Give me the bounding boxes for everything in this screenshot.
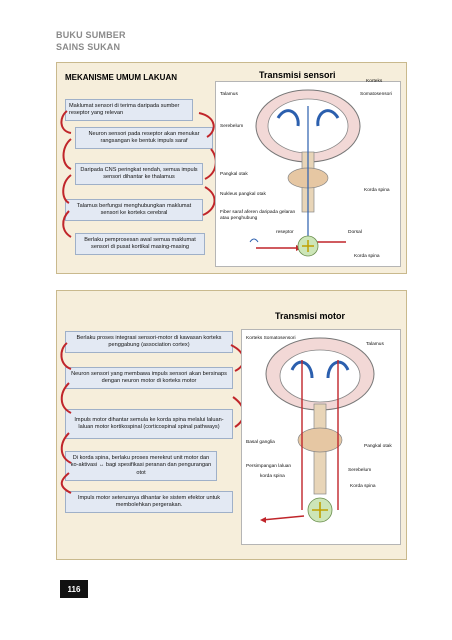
page-number: 116 — [60, 580, 88, 598]
motor-figure-title: Transmisi motor — [275, 311, 346, 321]
label-pangkal-otak: Pangkal otak — [220, 172, 248, 177]
book-header: BUKU SUMBER SAINS SUKAN — [56, 29, 126, 53]
sensory-step-1: Maklumat sensori di terima daripada sumb… — [65, 99, 193, 121]
header-line-2: SAINS SUKAN — [56, 42, 121, 52]
label-korda-spina-2: Korda spina — [350, 484, 376, 489]
label-persimpangan: Persimpangan laluan — [246, 464, 292, 469]
label-serebelum: Serebelum — [220, 124, 244, 129]
label-pangkal-otak: Pangkal otak — [364, 444, 392, 449]
panel-title: MEKANISME UMUM LAKUAN — [65, 73, 177, 82]
label-dorsal: Dorsal — [348, 230, 362, 235]
motor-flow-arrows — [60, 342, 72, 494]
label-serebelum: Serebelum — [348, 468, 372, 473]
header-line-1: BUKU SUMBER — [56, 30, 126, 40]
label-korda-spina-2: Korda spina — [354, 254, 380, 259]
sensory-step-5: Berlaku pemprosesan awal semua maklumat … — [75, 233, 205, 255]
sensory-panel: MEKANISME UMUM LAKUAN Transmisi sensori … — [56, 62, 407, 274]
motor-step-2: Neuron sensori yang membawa impuls senso… — [65, 367, 233, 389]
motor-step-5: Impuls motor seterusnya dihantar ke sist… — [65, 491, 233, 513]
label-korteks: Korteks — [366, 79, 383, 84]
label-basal-ganglia: Basal ganglia — [246, 440, 275, 445]
motor-step-1: Berlaku proses integrasi sensori-motor d… — [65, 331, 233, 353]
label-somatosensori: Somatosensori — [360, 92, 392, 97]
sensory-step-3: Daripada CNS peringkat rendah, semua imp… — [75, 163, 203, 185]
label-korda-spina: korda spina — [260, 474, 285, 479]
motor-panel: Transmisi motor Berlaku proses integrasi… — [56, 290, 407, 560]
label-talamus: Talamus — [220, 92, 238, 97]
sensory-transmission-figure: Korteks Somatosensori Talamus Serebelum … — [215, 79, 401, 267]
label-reseptor: reseptor — [276, 230, 294, 235]
sensory-step-2: Neuron sensori pada reseptor akan menuka… — [75, 127, 213, 149]
brain-sensory-illustration — [249, 89, 361, 257]
brain-motor-illustration — [260, 337, 375, 523]
motor-step-4: Di korda spina, berlaku proses merekrut … — [65, 451, 217, 481]
label-talamus: Talamus — [366, 342, 384, 347]
sensory-figure-title: Transmisi sensori — [259, 70, 336, 80]
label-korda-spina: Korda spina — [364, 188, 390, 193]
motor-step-3: Impuls motor dihantar semula ke korda sp… — [65, 409, 233, 439]
flow-arrows — [60, 110, 72, 238]
label-fiber: Fiber saraf aferen daripada gelaran atau… — [220, 210, 296, 221]
label-nukleus: Nukleus pangkal otak — [220, 192, 266, 197]
motor-transmission-figure: Korteks Somatosensori Talamus Basal gang… — [241, 329, 401, 545]
label-korteks-somatosensori: Korteks Somatosensori — [246, 336, 296, 341]
sensory-step-4: Talamus berfungsi menghubungkan maklumat… — [65, 199, 203, 221]
